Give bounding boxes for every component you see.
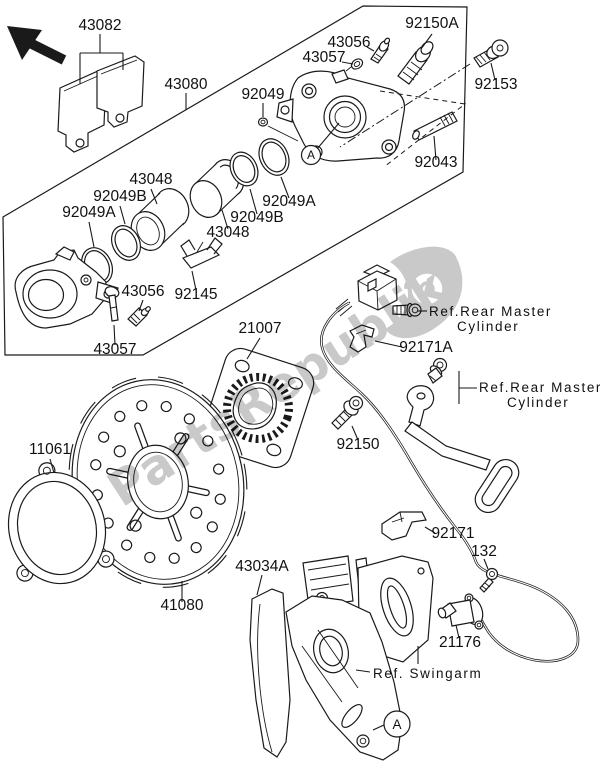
- label-43034a: 43034A: [235, 558, 289, 575]
- label-92153: 92153: [474, 76, 517, 93]
- label-92049b-right: 92049B: [230, 209, 283, 226]
- watermark-gear-icon: [385, 246, 463, 339]
- label-92145: 92145: [174, 286, 217, 303]
- fit-direction-line: [379, 90, 467, 168]
- view-marker-a-top-label: A: [307, 148, 315, 162]
- view-marker-a-bottom-label: A: [392, 717, 401, 732]
- label-92150a: 92150A: [405, 15, 459, 32]
- label-43057-top: 43057: [302, 49, 345, 66]
- part-caliper-holder: [14, 246, 119, 329]
- part-sensor-connector: [335, 264, 398, 317]
- assembly-axis-line: [339, 63, 471, 148]
- view-direction-arrow-icon: [7, 26, 67, 65]
- label-92171: 92171: [431, 525, 474, 542]
- part-guard-plate-43034a: [249, 588, 291, 758]
- part-bleed-cap-top: [345, 58, 364, 72]
- reference-labels: Ref.Rear Master Cylinder Ref.Rear Master…: [373, 304, 600, 681]
- part-bolt-92150: [331, 395, 364, 430]
- ref-rear-master-cylinder-2-line1: Ref.Rear Master: [479, 380, 600, 395]
- part-seal-92049b-left: [110, 225, 142, 261]
- label-92043: 92043: [414, 154, 457, 171]
- part-speed-sensor: [437, 593, 484, 630]
- part-hose-clamp-bracket: [404, 385, 520, 514]
- view-marker-a-top: A: [300, 144, 322, 166]
- part-clamp-92171: [381, 511, 427, 541]
- part-brake-pads: [57, 55, 145, 153]
- label-92171a: 92171A: [399, 339, 453, 356]
- part-caliper-body: [276, 69, 406, 162]
- part-seal-92049a-right: [258, 138, 290, 176]
- label-43056-mid: 43056: [121, 283, 164, 300]
- part-bleed-valve-mid: [127, 306, 151, 327]
- part-ref-screw-lower: [427, 357, 448, 384]
- part-banjo-bolt: [397, 41, 434, 85]
- label-43048-right: 43048: [206, 224, 249, 241]
- ref-rear-master-cylinder-2-line2: Cylinder: [507, 395, 569, 410]
- sensor-cable: [320, 301, 580, 663]
- ref-rear-master-cylinder-1-line2: Cylinder: [457, 319, 519, 334]
- label-43056-top: 43056: [327, 34, 370, 51]
- part-socket-bolt-92153: [473, 39, 509, 68]
- part-piston-left: [130, 188, 190, 251]
- leader-lines: [49, 33, 496, 731]
- label-43080: 43080: [164, 76, 207, 93]
- label-132: 132: [471, 543, 497, 560]
- oring-position-line: [267, 125, 299, 142]
- ref-swingarm-label: Ref. Swingarm: [373, 666, 482, 681]
- part-bleed-valve-top: [370, 37, 391, 64]
- ref-rear-master-cylinder-1-line1: Ref.Rear Master: [429, 304, 552, 319]
- label-92150: 92150: [336, 436, 379, 453]
- label-11061: 11061: [29, 441, 71, 458]
- label-92049b-left: 92049B: [93, 188, 146, 205]
- label-43082: 43082: [78, 17, 121, 34]
- part-labels: 43082 92150A 43056 43057 43080 92049 921…: [29, 15, 518, 651]
- label-92049a-left: 92049A: [62, 204, 116, 221]
- label-92049: 92049: [241, 86, 284, 103]
- part-screw-132: [479, 567, 499, 593]
- label-21176: 21176: [439, 634, 481, 651]
- label-41080: 41080: [160, 597, 203, 614]
- part-clamp-92171a: [349, 324, 375, 353]
- part-gasket: [7, 462, 115, 585]
- view-marker-a-bottom: A: [383, 710, 411, 738]
- label-43048-left: 43048: [129, 171, 172, 188]
- part-pad-pin: [104, 286, 120, 322]
- caliper-assembly-box: [2, 5, 468, 356]
- part-torque-plate: [285, 595, 403, 761]
- part-brake-disc: [68, 376, 248, 588]
- label-43057-mid: 43057: [93, 341, 136, 358]
- part-seal-92049b-right: [229, 151, 259, 187]
- part-pad-spring: [180, 237, 223, 269]
- label-21007: 21007: [238, 320, 281, 337]
- label-92049a-right: 92049A: [262, 193, 316, 210]
- part-oring-92049: [257, 117, 269, 127]
